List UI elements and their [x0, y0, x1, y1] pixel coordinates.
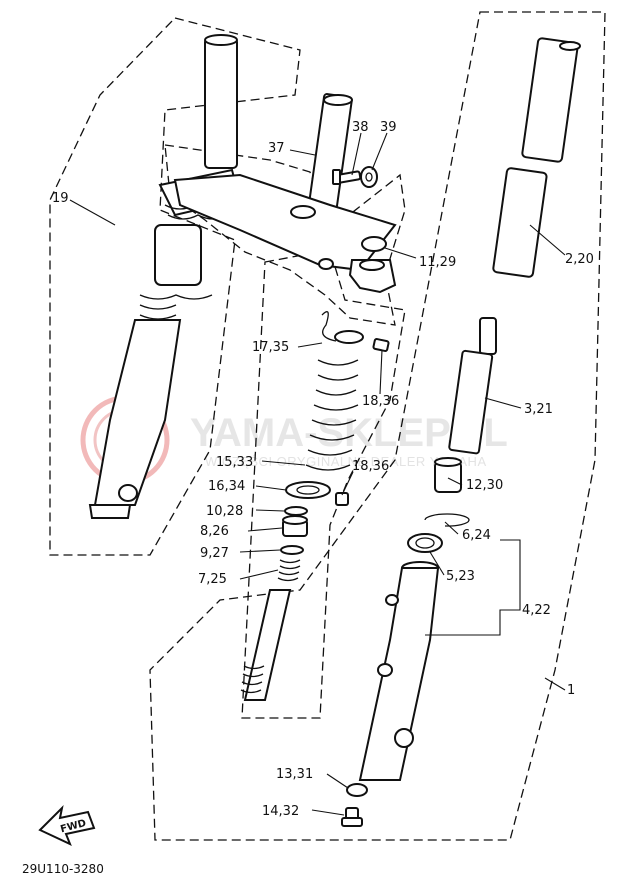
callout-17-35: 17,35 [252, 340, 289, 355]
fwd-arrow-icon: FWD [38, 804, 96, 846]
oil-seal-5 [407, 533, 443, 553]
callout-1: 1 [567, 683, 575, 698]
watermark-subtitle: W CZĘŚCI ORYGINALNE DEALER YAMAHA [205, 454, 487, 469]
callout-39: 39 [380, 120, 397, 135]
bolt-18-lower [335, 492, 349, 506]
callout-18-36-lower: 18,36 [352, 459, 389, 474]
spring-seat-16 [285, 481, 331, 499]
spring-7 [240, 559, 301, 701]
group-outline-right-fork [149, 11, 606, 841]
washer-9 [280, 545, 304, 555]
outer-tube [358, 561, 440, 781]
callout-14-32: 14,32 [262, 804, 299, 819]
circlip-6 [424, 513, 470, 527]
bolt-18-upper [372, 338, 390, 352]
callout-8-26: 8,26 [200, 524, 229, 539]
callout-6-24: 6,24 [462, 528, 491, 543]
part-callouts: 19 37 38 39 11,29 2,20 17,35 18,36 3,21 … [52, 120, 594, 819]
callout-38: 38 [352, 120, 369, 135]
callout-16-34: 16,34 [208, 479, 245, 494]
washer-39 [360, 166, 378, 188]
leader-lines [69, 132, 566, 816]
callout-13-31: 13,31 [276, 767, 313, 782]
washer-13 [346, 783, 368, 797]
steering-stem-assembly [173, 93, 397, 272]
group-outline-center [241, 249, 406, 719]
callout-5-23: 5,23 [446, 569, 475, 584]
seat-12 [434, 457, 462, 493]
callout-3-21: 3,21 [524, 402, 553, 417]
callout-18-36-upper: 18,36 [362, 394, 399, 409]
drawing-code: 29U110-3280 [22, 862, 104, 876]
callout-11-29: 11,29 [419, 255, 456, 270]
group-outline-left-fork [49, 17, 301, 556]
cap-11 [361, 236, 387, 252]
callout-19: 19 [52, 191, 69, 206]
callout-12-30: 12,30 [466, 478, 503, 493]
callout-2-20: 2,20 [565, 252, 594, 267]
callout-9-27: 9,27 [200, 546, 229, 561]
clamp-11 [348, 259, 397, 294]
inner-tube [492, 37, 581, 278]
callout-10-28: 10,28 [206, 504, 243, 519]
ring-10 [284, 506, 308, 516]
callout-4-22: 4,22 [522, 603, 551, 618]
callout-37: 37 [268, 141, 285, 156]
damper-rod [448, 317, 497, 455]
spring-15 [305, 330, 364, 471]
bolt-38 [332, 169, 362, 185]
callout-7-25: 7,25 [198, 572, 227, 587]
callout-15-33: 15,33 [216, 455, 253, 470]
drain-bolt-14 [341, 807, 363, 827]
collar-8 [282, 515, 308, 537]
clip-17 [321, 311, 337, 342]
